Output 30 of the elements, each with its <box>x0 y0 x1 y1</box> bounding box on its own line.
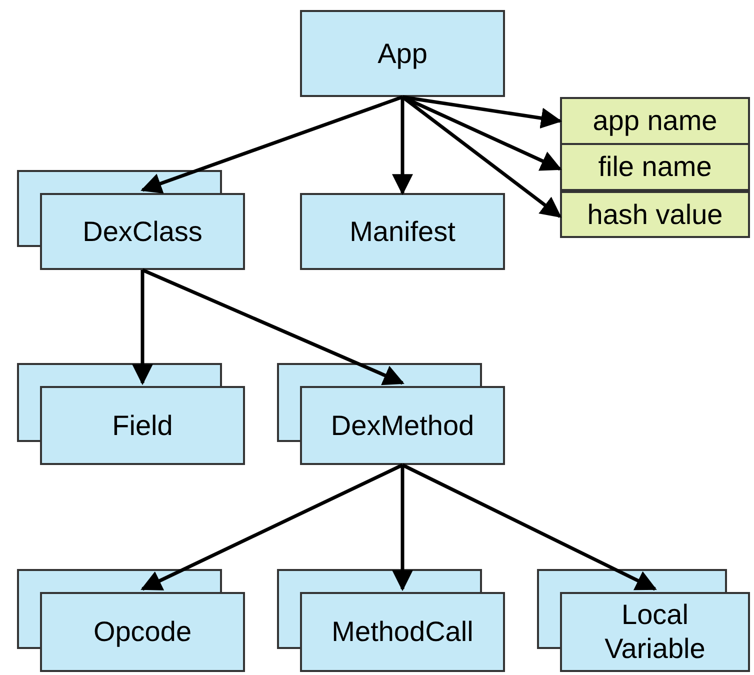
class-box <box>300 386 505 465</box>
class-box <box>40 592 245 672</box>
class-box <box>40 193 245 270</box>
node-label: App <box>376 36 428 70</box>
node-label: Local Variable <box>604 598 706 666</box>
arrow <box>132 270 153 386</box>
node-label: Field <box>111 408 174 442</box>
attribute-box <box>560 191 750 238</box>
node-label: app name <box>592 104 718 138</box>
node-label: hash value <box>586 198 724 232</box>
arrow <box>142 268 404 386</box>
node-label: Manifest <box>348 214 456 248</box>
attribute-box <box>560 143 750 191</box>
node-label: MethodCall <box>330 615 474 649</box>
class-box <box>560 592 750 672</box>
class-box <box>300 592 505 672</box>
node-label: Opcode <box>92 615 193 649</box>
class-box <box>300 193 505 270</box>
arrow <box>392 465 413 592</box>
class-box <box>300 10 505 97</box>
arrow <box>402 463 657 591</box>
arrow <box>392 97 413 196</box>
node-label: DexClass <box>82 214 204 248</box>
class-box <box>40 386 245 465</box>
arrow <box>402 95 562 129</box>
node-label: file name <box>597 150 713 184</box>
arrow <box>140 95 404 194</box>
arrow <box>140 463 404 591</box>
attribute-box <box>560 97 750 145</box>
node-label: DexMethod <box>330 408 476 442</box>
